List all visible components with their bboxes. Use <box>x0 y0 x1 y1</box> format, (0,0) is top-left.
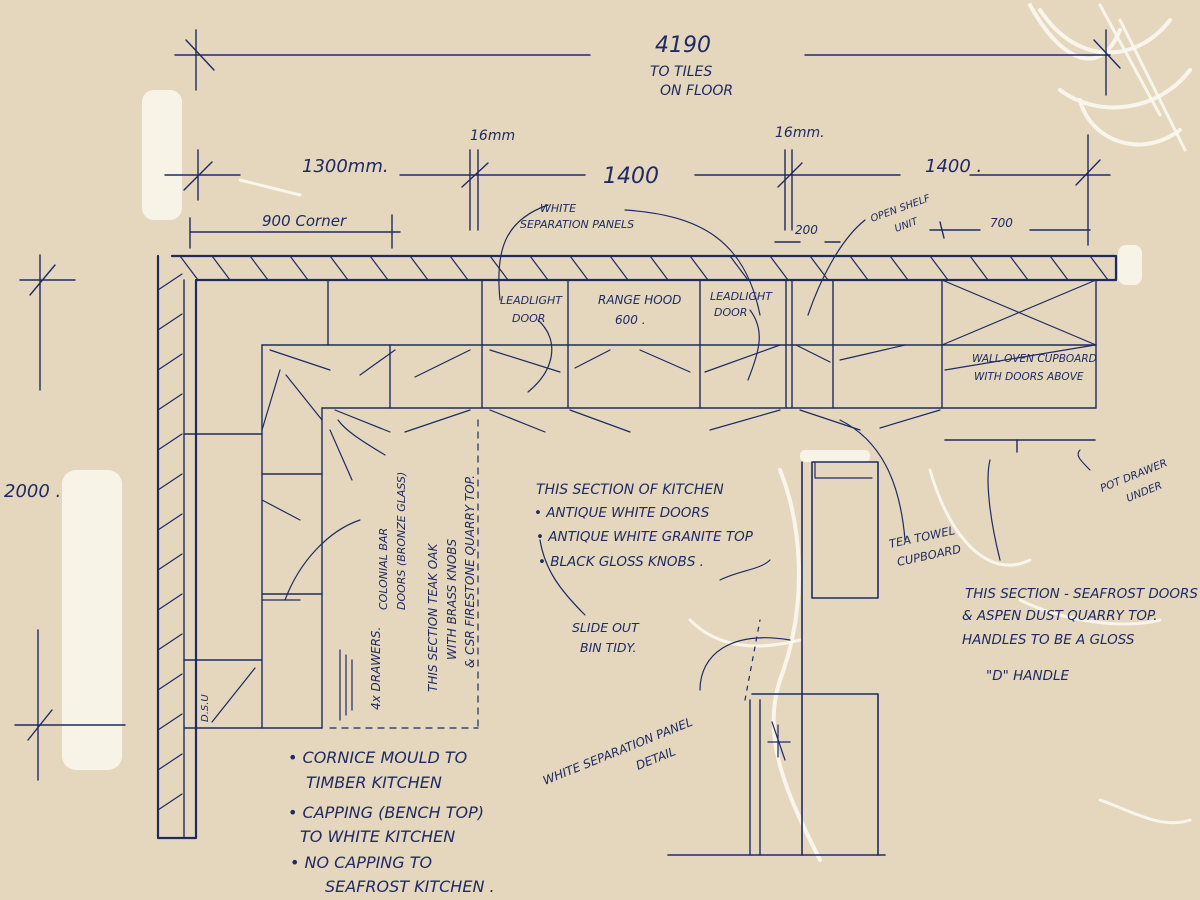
label-slide-bin-1: SLIDE OUT <box>572 620 640 635</box>
label-teak-section-2: WITH BRASS KNOBS <box>445 539 459 660</box>
label-dsu: D.S.U <box>200 694 211 722</box>
label-teak-section-1: THIS SECTION TEAK OAK <box>426 543 440 692</box>
label-slide-bin-2: BIN TIDY. <box>580 640 637 655</box>
kitchen-section-heading: THIS SECTION OF KITCHEN <box>536 482 724 498</box>
label-wall-oven-2: WITH DOORS ABOVE <box>974 371 1084 383</box>
note-line: SEAFROST KITCHEN . <box>325 877 495 896</box>
label-leadlight-right-1: LEADLIGHT <box>710 290 773 303</box>
correction-fluid-marks <box>62 3 1192 862</box>
seafrost-line: HANDLES TO BE A GLOSS <box>962 632 1135 648</box>
dim-1300: 1300mm. <box>302 156 389 177</box>
kitchen-plan <box>156 254 1118 856</box>
seafrost-line: & ASPEN DUST QUARRY TOP. <box>962 608 1158 624</box>
label-colonial-bar-2: DOORS (BRONZE GLASS) <box>395 472 408 610</box>
label-range-hood-1: RANGE HOOD <box>598 293 681 307</box>
dim-200: 200 <box>795 223 818 237</box>
seafrost-line: THIS SECTION - SEAFROST DOORS <box>965 586 1198 602</box>
label-white-sep-2: SEPARATION PANELS <box>520 218 634 231</box>
dim-900-corner: 900 Corner <box>262 212 347 230</box>
dim-16-left: 16mm <box>470 128 515 144</box>
dim-700: 700 <box>990 216 1013 230</box>
note-line: • CORNICE MOULD TO <box>288 748 467 767</box>
general-notes: • CORNICE MOULD TO TIMBER KITCHEN • CAPP… <box>288 748 495 896</box>
dim-16-right: 16mm. <box>775 125 825 141</box>
dim-overall-note-2: ON FLOOR <box>660 83 733 99</box>
label-wall-oven-1: WALL OVEN CUPBOARD <box>972 353 1097 365</box>
kitchen-section-item: • ANTIQUE WHITE DOORS <box>534 505 710 521</box>
label-leadlight-left-1: LEADLIGHT <box>500 294 563 307</box>
leader-arrows <box>284 204 1091 691</box>
label-colonial-bar-1: COLONIAL BAR <box>377 528 390 610</box>
seafrost-section-note: THIS SECTION - SEAFROST DOORS & ASPEN DU… <box>962 586 1198 684</box>
note-line: • NO CAPPING TO <box>290 853 432 872</box>
label-leadlight-left-2: DOOR <box>512 312 545 325</box>
label-white-sep-1: WHITE <box>540 202 576 215</box>
note-line: TO WHITE KITCHEN <box>300 827 455 846</box>
dim-overall-note-1: TO TILES <box>650 64 712 80</box>
dim-2000: 2000 . <box>4 481 61 502</box>
seafrost-line: "D" HANDLE <box>986 668 1070 684</box>
dim-1400-right: 1400 . <box>925 156 982 177</box>
kitchen-section-note: THIS SECTION OF KITCHEN • ANTIQUE WHITE … <box>534 482 754 570</box>
note-line: TIMBER KITCHEN <box>306 773 442 792</box>
dim-1400-middle: 1400 <box>603 164 659 189</box>
label-4x-drawers: 4x DRAWERS. <box>369 627 383 710</box>
label-range-hood-2: 600 . <box>615 313 646 327</box>
label-leadlight-right-2: DOOR <box>714 306 747 319</box>
dim-overall: 4190 <box>655 33 711 58</box>
kitchen-section-item: • BLACK GLOSS KNOBS . <box>538 554 704 570</box>
note-line: • CAPPING (BENCH TOP) <box>288 803 484 822</box>
kitchen-section-item: • ANTIQUE WHITE GRANITE TOP <box>536 529 754 545</box>
dimension-lines <box>14 29 1121 781</box>
label-teak-section-3: & CSR FIRESTONE QUARRY TOP. <box>463 475 477 668</box>
